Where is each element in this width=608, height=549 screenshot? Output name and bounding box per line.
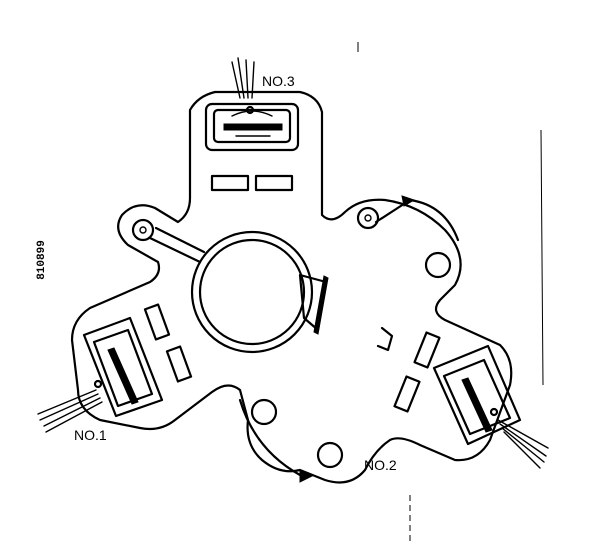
head-2-label: NO.2 — [364, 457, 397, 473]
head-3-screw — [245, 105, 255, 115]
head-3-assembly: NO.3 — [204, 57, 300, 192]
arrow-upper-right — [401, 195, 416, 207]
head-2-core — [461, 377, 493, 433]
head-2-slot-bottom — [393, 375, 421, 413]
link-arm-bottom — [238, 398, 302, 477]
mount-hole-upper-right-inner — [364, 214, 372, 222]
mount-hole-bottom — [316, 441, 344, 469]
margin-rule-right — [540, 129, 544, 386]
head-1-core — [107, 347, 139, 405]
mount-hole-bottom-center — [250, 398, 278, 426]
head-3-core — [223, 123, 283, 131]
head-2-leads — [497, 419, 549, 469]
head-1-leads — [37, 389, 103, 433]
head-2-screw — [489, 407, 499, 417]
mount-hole-right — [424, 251, 452, 279]
drum-needle — [313, 275, 329, 335]
mount-hole-upper-right — [356, 206, 380, 230]
head-2-housing — [432, 344, 522, 446]
head-1-label: NO.1 — [74, 427, 107, 443]
head-2-slot-top — [413, 331, 441, 369]
mount-hole-left-inner — [139, 226, 147, 234]
head-1-slot-top — [143, 303, 171, 341]
head-1-assembly: NO.1 — [37, 303, 193, 443]
head-3-housing — [204, 102, 300, 152]
head-1-slot-bottom — [165, 345, 193, 383]
link-arm-left — [148, 226, 206, 264]
head-3-leads — [231, 57, 255, 99]
drum-inner-ring — [198, 238, 306, 346]
head-2-window — [442, 358, 512, 436]
head-3-slot-right — [254, 174, 294, 192]
drum-outer-ring — [190, 230, 314, 354]
head-1-housing — [82, 316, 164, 418]
head-1-window — [92, 328, 154, 408]
base-plate-outline — [70, 90, 513, 484]
drawing-code: 810899 — [36, 240, 48, 280]
notch-right-drum — [376, 326, 394, 352]
head-3-label: NO.3 — [262, 73, 295, 89]
mount-hole-left — [131, 218, 155, 242]
head-2-assembly: NO.2 — [364, 331, 549, 473]
arrow-bottom — [299, 469, 314, 483]
head-3-slot-left — [210, 174, 250, 192]
center-drum — [190, 230, 329, 354]
head-1-screw — [93, 379, 103, 389]
